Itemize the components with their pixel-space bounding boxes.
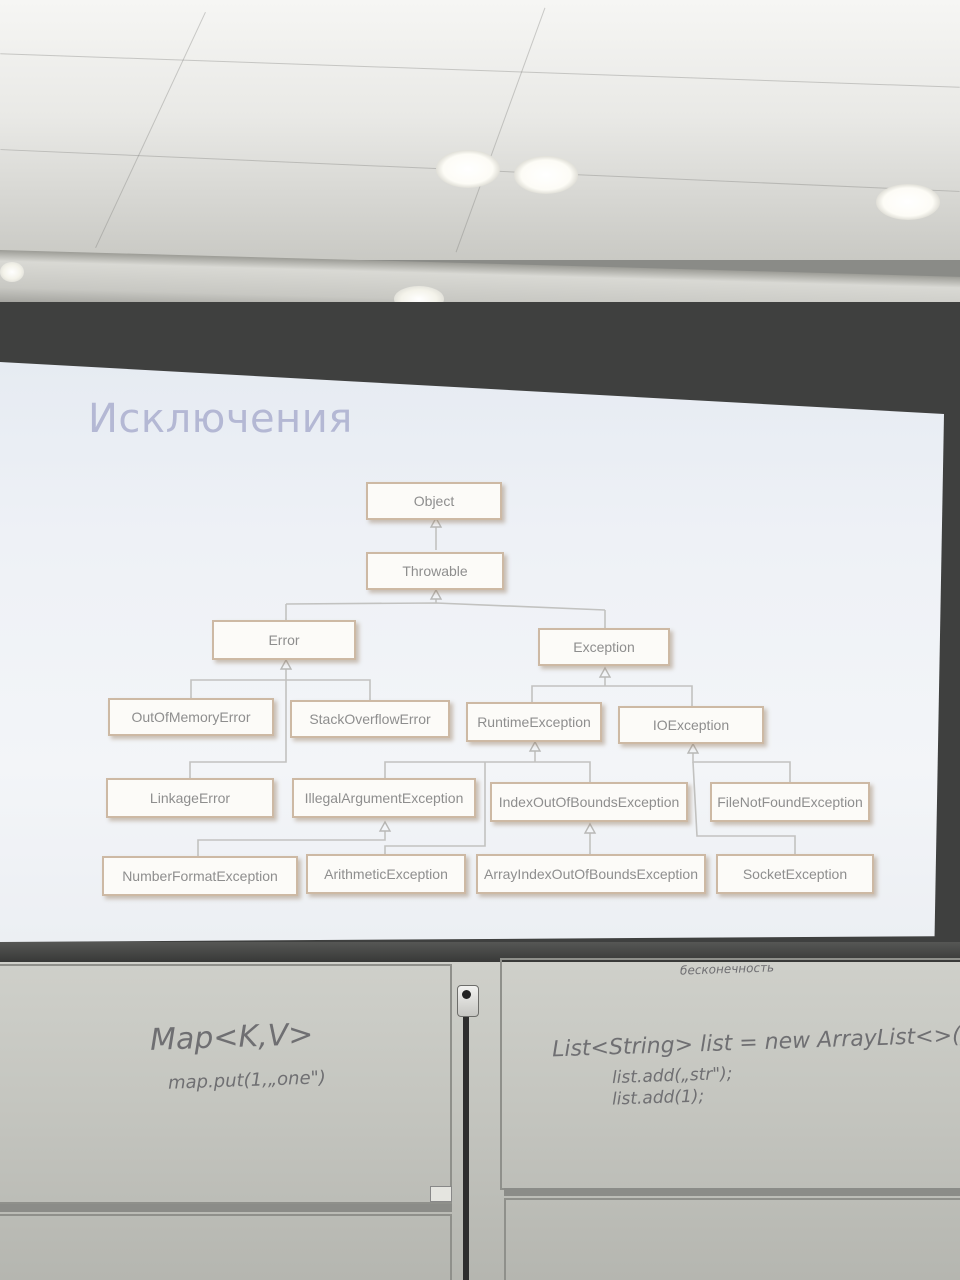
casing-reflection	[0, 262, 24, 282]
whiteboard-text: list.add(1);	[611, 1086, 705, 1110]
ceiling-light	[514, 156, 578, 194]
class-node-throwable: Throwable	[366, 552, 504, 590]
ceiling-light	[876, 184, 940, 220]
ceiling-light	[436, 150, 500, 188]
class-node-socket-exception: SocketException	[716, 854, 874, 894]
class-node-exception: Exception	[538, 628, 670, 666]
class-node-array-index-out-of-bounds-exception: ArrayIndexOutOfBoundsException	[476, 854, 706, 894]
class-node-linkage-error: LinkageError	[106, 778, 274, 818]
slide-title: Исключения	[88, 396, 353, 442]
class-node-out-of-memory-error: OutOfMemoryError	[108, 698, 274, 736]
board-ledge	[504, 1188, 960, 1196]
class-node-illegal-argument-exception: IllegalArgumentException	[292, 778, 476, 818]
class-node-number-format-exception: NumberFormatException	[102, 856, 298, 896]
board-ledge	[0, 1204, 452, 1212]
class-node-index-out-of-bounds-exception: IndexOutOfBoundsException	[490, 782, 688, 822]
camera-pole	[463, 1010, 469, 1280]
class-node-arithmetic-exception: ArithmeticException	[306, 854, 466, 894]
class-node-file-not-found-exception: FileNotFoundException	[710, 782, 870, 822]
wall-sign	[430, 1186, 452, 1202]
whiteboard-text: list.add(„str");	[611, 1063, 733, 1089]
ceiling	[0, 0, 960, 260]
whiteboard-text: Map<K,V>	[149, 1017, 314, 1058]
class-node-object: Object	[366, 482, 502, 520]
whiteboard	[0, 962, 960, 1280]
camera-lens	[462, 990, 471, 999]
whiteboard-panel-left	[0, 964, 452, 1204]
class-node-runtime-exception: RuntimeException	[466, 702, 602, 742]
whiteboard-panel-lower-right	[504, 1198, 960, 1280]
class-node-stack-overflow-error: StackOverflowError	[290, 700, 450, 738]
whiteboard-panel-lower-left	[0, 1214, 452, 1280]
class-node-io-exception: IOException	[618, 706, 764, 744]
class-node-error: Error	[212, 620, 356, 660]
